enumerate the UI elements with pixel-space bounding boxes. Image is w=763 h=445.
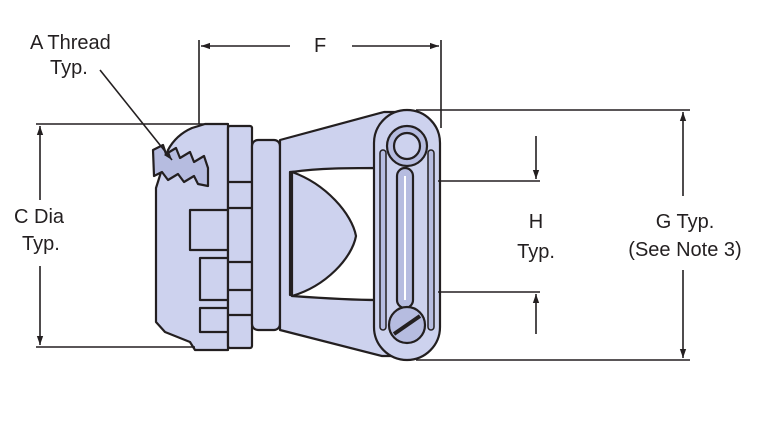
extension-lines bbox=[36, 40, 690, 361]
label-h: H bbox=[528, 211, 544, 233]
label-c-dia-typ: Typ. bbox=[22, 233, 60, 255]
label-g-note: (See Note 3) bbox=[628, 239, 742, 261]
neck-ring bbox=[250, 138, 282, 332]
leader-a-thread bbox=[99, 69, 173, 161]
nut-slot bbox=[198, 306, 230, 334]
label-h-typ: Typ. bbox=[517, 241, 555, 263]
connector-body bbox=[151, 108, 442, 362]
saddle-throat bbox=[290, 170, 358, 298]
label-c-dia: C Dia bbox=[14, 206, 65, 228]
label-g: G Typ. bbox=[655, 211, 715, 233]
label-f: F bbox=[314, 35, 327, 57]
nut-slot bbox=[198, 256, 230, 302]
label-a-thread: A Thread bbox=[30, 32, 111, 54]
nut-slot bbox=[188, 208, 230, 252]
label-a-thread-typ: Typ. bbox=[50, 57, 88, 79]
